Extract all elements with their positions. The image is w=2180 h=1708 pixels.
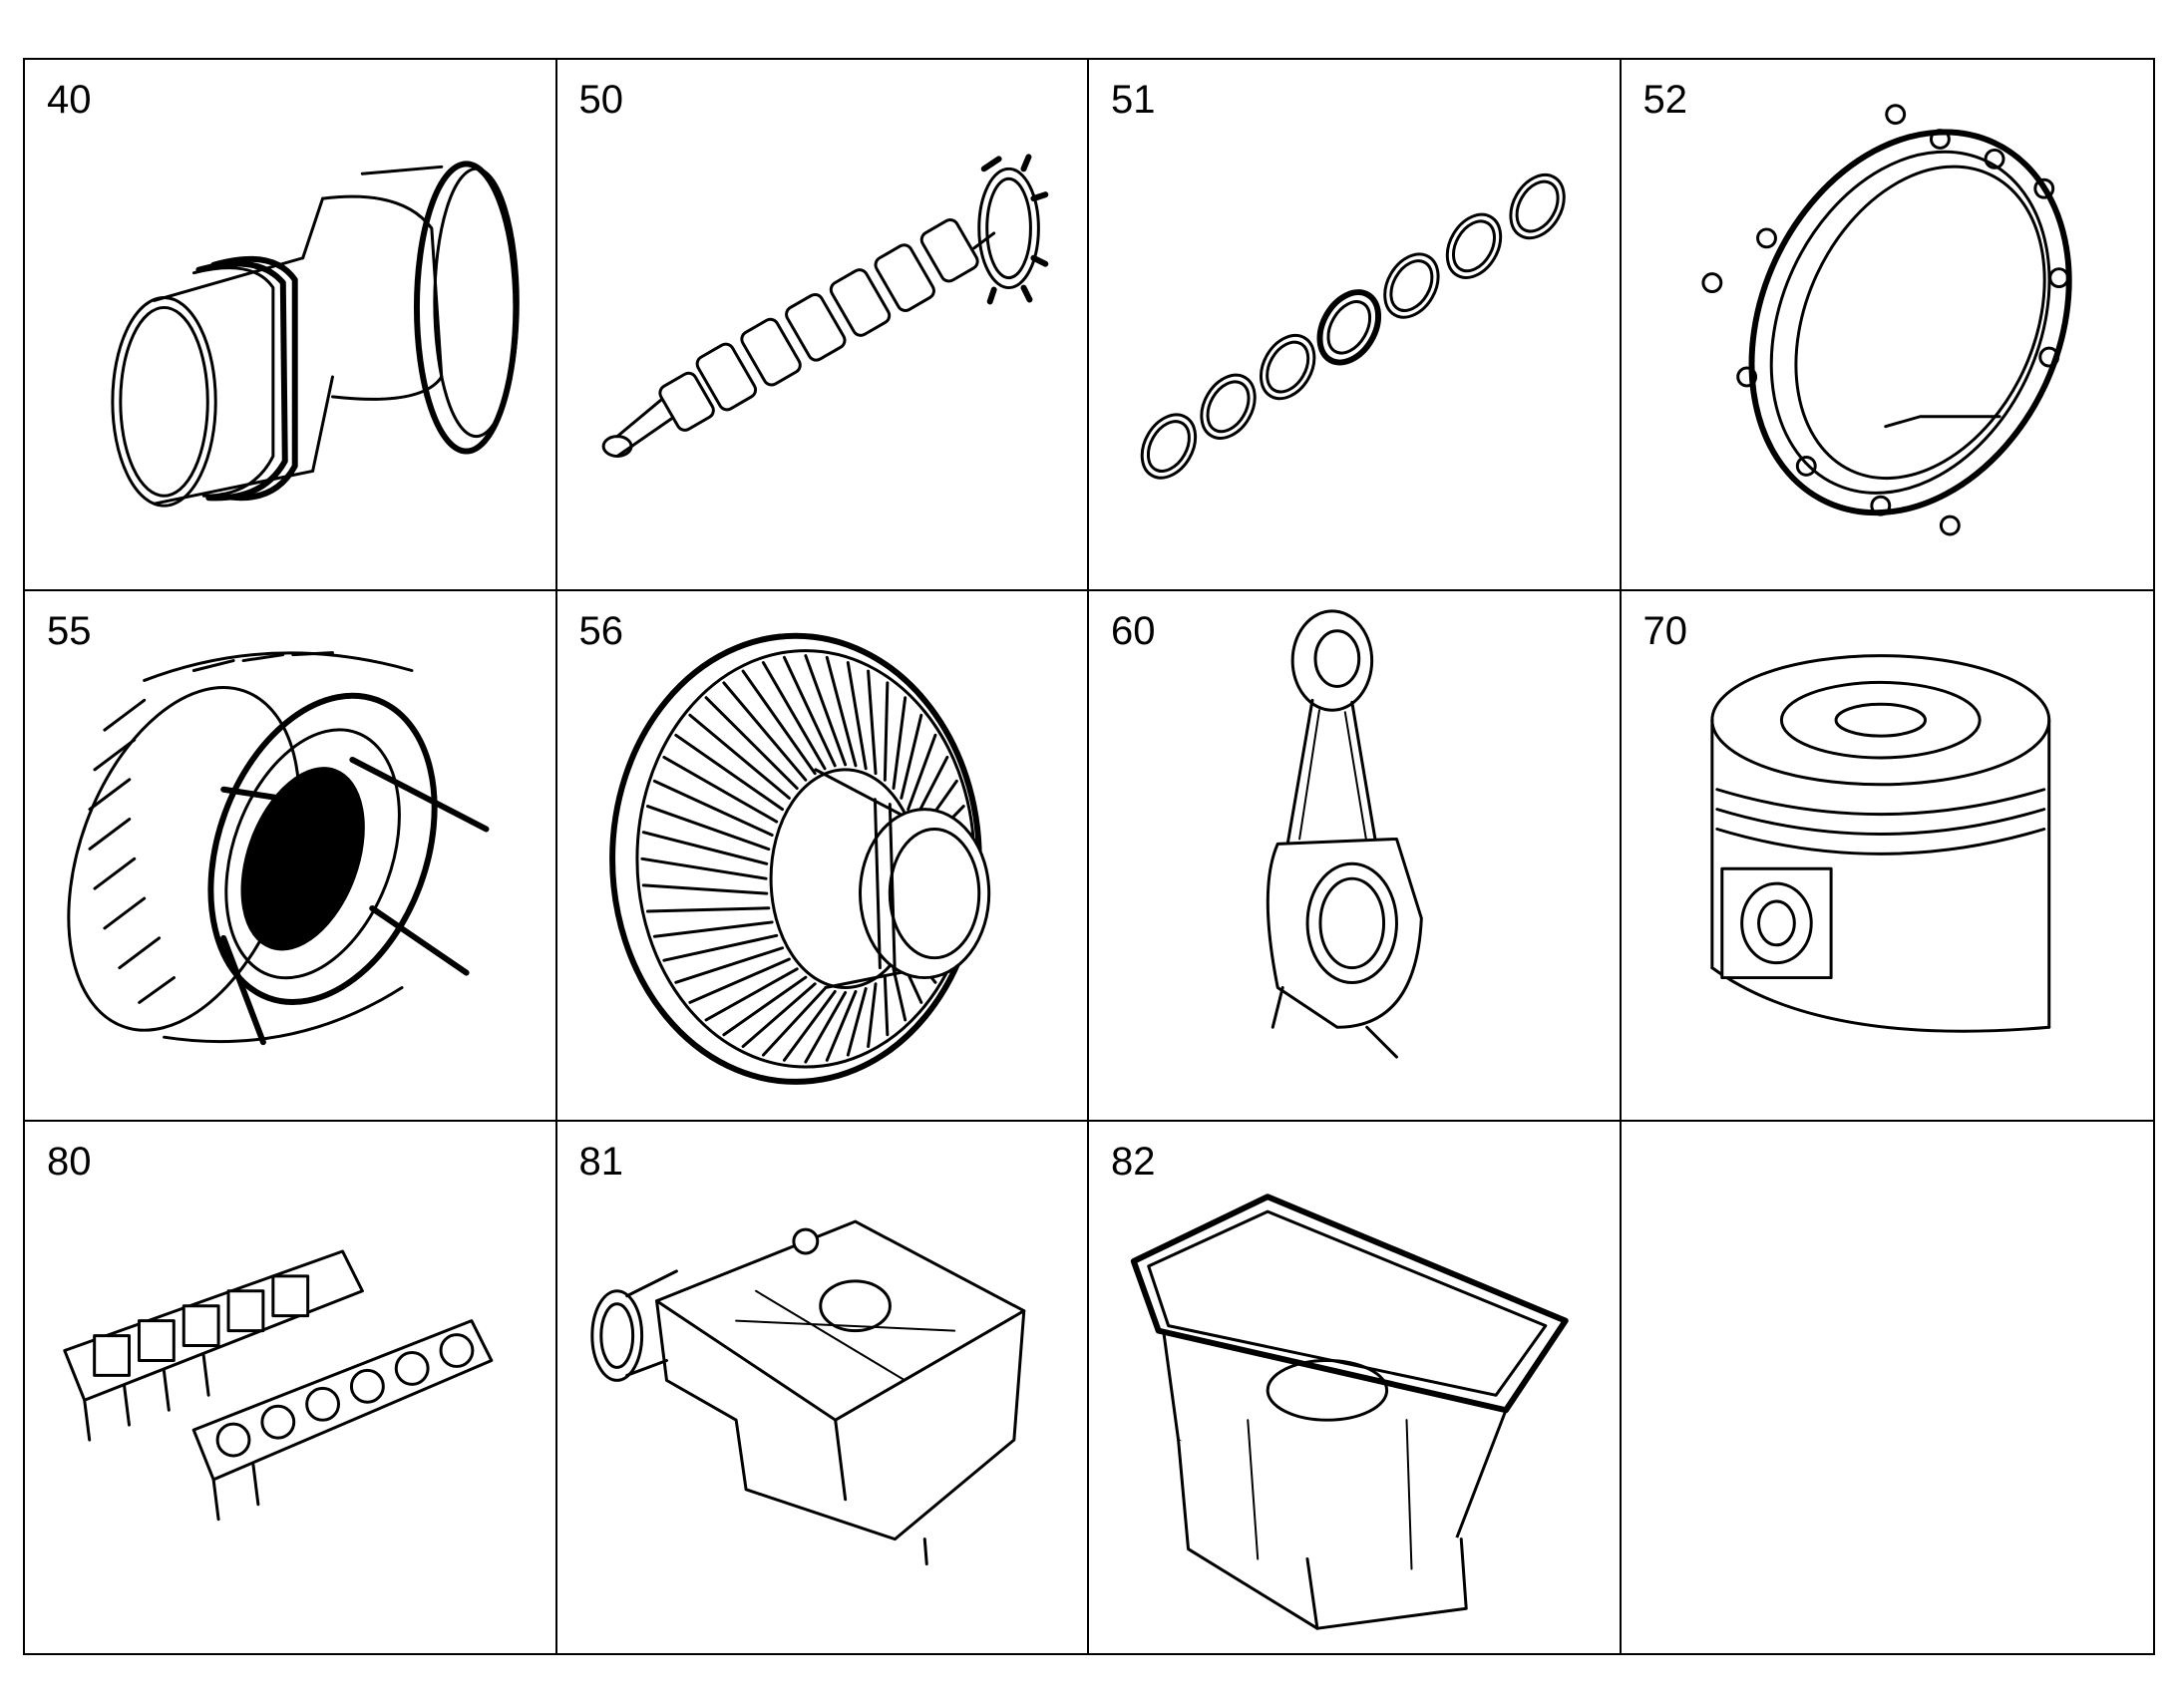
- piston-drawing: [1709, 653, 2050, 1033]
- part-number-label: 56: [578, 608, 624, 653]
- crankshaft-drawing: [601, 154, 1048, 458]
- part-number-label: 55: [47, 608, 92, 653]
- fan-fin: [639, 856, 768, 880]
- part-cell-52[interactable]: 52: [1621, 60, 2153, 591]
- fan-fin: [892, 967, 907, 1022]
- cylinder-head-drawing: [589, 1219, 1025, 1566]
- fan-fin: [704, 695, 799, 790]
- fan-fin: [761, 986, 827, 1057]
- fan-fin: [892, 695, 907, 790]
- fan-fin: [782, 989, 837, 1062]
- fan-fin: [846, 986, 868, 1057]
- bearing-shells-drawing: [1140, 172, 1566, 480]
- part-number-label: 80: [47, 1140, 92, 1185]
- part-cell-82[interactable]: 82: [1089, 1122, 1622, 1653]
- fan-fin: [803, 990, 847, 1064]
- fan-fin: [687, 957, 791, 1004]
- part-cell-56[interactable]: 56: [556, 590, 1089, 1123]
- part-number-label: 52: [1642, 78, 1688, 122]
- fan-fin: [846, 660, 868, 770]
- fan-clutch-drawing: [608, 632, 990, 1085]
- part-number-label: 40: [47, 78, 92, 122]
- part-cell-70[interactable]: 70: [1621, 591, 2153, 1123]
- fan-fin: [906, 733, 936, 811]
- fan-fin: [761, 660, 827, 770]
- fan-fin: [866, 669, 878, 775]
- parts-grid: 40 50: [23, 58, 2155, 1655]
- fan-fin: [825, 655, 857, 768]
- fan-fin: [645, 804, 770, 851]
- part-number-label: 50: [578, 78, 624, 122]
- fan-fin: [883, 681, 889, 782]
- connecting-rod-drawing: [1266, 609, 1423, 1059]
- fan-fin: [741, 669, 817, 775]
- part-number-label: 51: [1111, 78, 1156, 122]
- fan-fin: [661, 933, 778, 962]
- fan-fin: [641, 830, 768, 865]
- oil-pan-drawing: [1130, 1194, 1569, 1631]
- fan-fin: [687, 713, 791, 800]
- part-cell-81[interactable]: 81: [557, 1122, 1089, 1653]
- fan-fin: [741, 981, 817, 1048]
- fan-fin: [645, 905, 770, 913]
- part-cell-55[interactable]: 55: [25, 590, 557, 1123]
- part-cell-51[interactable]: 51: [1089, 60, 1622, 591]
- fan-fin: [782, 655, 837, 768]
- part-number-label: 81: [578, 1140, 624, 1185]
- part-number-label: 60: [1111, 608, 1156, 653]
- part-cell-empty: [1622, 1122, 2154, 1653]
- fan-fin: [673, 733, 784, 811]
- fan-fin: [899, 713, 922, 800]
- housing-ring-drawing: [1700, 104, 2072, 536]
- part-cell-60[interactable]: 60: [1089, 590, 1622, 1123]
- fan-fin: [866, 981, 878, 1048]
- part-cell-80[interactable]: 80: [25, 1122, 557, 1653]
- fan-fin: [661, 755, 778, 824]
- fan-fin: [673, 945, 784, 984]
- cylinder-liner-drawing: [111, 161, 520, 508]
- fan-fin: [721, 681, 807, 782]
- part-number-label: 70: [1642, 608, 1688, 653]
- fan-fin: [641, 883, 768, 895]
- fan-fin: [825, 989, 857, 1062]
- part-cell-40[interactable]: 40: [25, 60, 557, 591]
- fan-fin: [652, 920, 774, 938]
- fan-fin: [883, 975, 889, 1036]
- part-cell-50[interactable]: 50: [556, 60, 1089, 591]
- damper-cage-drawing: [67, 650, 490, 1045]
- fan-fin: [721, 975, 807, 1036]
- fan-fin: [652, 779, 774, 837]
- fan-fin: [803, 653, 847, 767]
- cylinder-heads-drawing: [63, 1249, 494, 1522]
- part-number-label: 82: [1111, 1140, 1156, 1185]
- fan-fin: [704, 967, 799, 1022]
